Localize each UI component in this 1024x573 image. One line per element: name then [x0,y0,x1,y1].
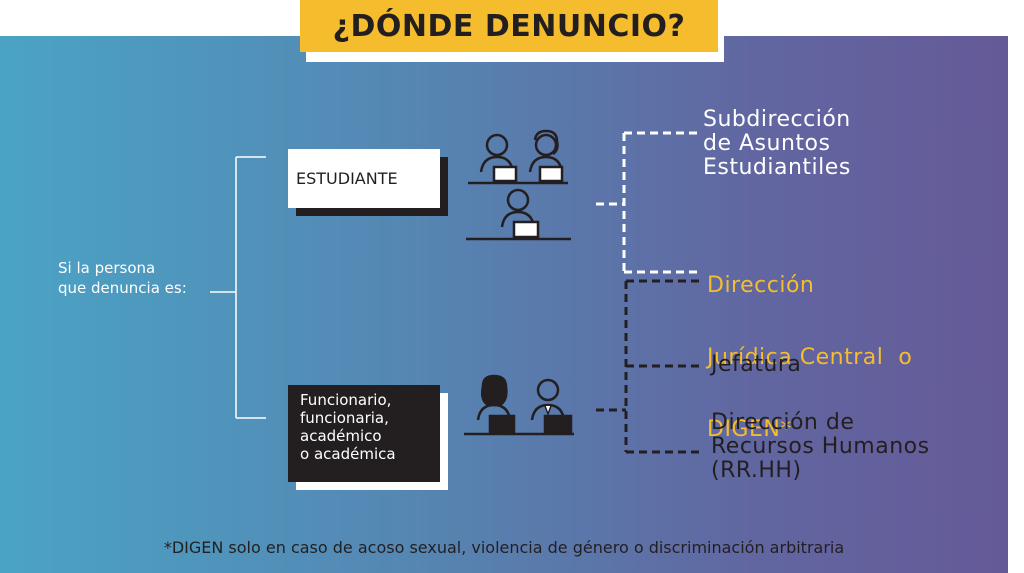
intro-text: Si la persona que denuncia es: [58,258,187,298]
staff-box: Funcionario, funcionaria, académico o ac… [288,385,440,482]
student-box: ESTUDIANTE [288,149,440,208]
subdireccion-line-3: Estudiantiles [703,155,851,180]
subdireccion-line-1: Subdirección [703,107,851,132]
digen-line-1: Dirección [707,273,815,298]
page-title: ¿DÓNDE DENUNCIO? [300,0,718,52]
background-panel [0,36,1008,573]
digen-line-3: DIGEN* [707,417,792,442]
rrhh-line-3: (RR.HH) [711,458,802,483]
staff-label-line-3: académico [300,427,382,445]
student-route [596,131,700,274]
staff-man-icon [522,378,574,436]
staff-label-line-4: o académica [300,445,396,463]
intro-line-1: Si la persona [58,259,156,277]
staff-route [596,279,700,454]
destination-rrhh: Dirección de Recursos Humanos (RR.HH) [711,411,930,483]
student-person-icon [468,133,520,185]
staff-woman-icon [464,374,522,436]
staff-label-line-1: Funcionario, [300,391,392,409]
intro-line-2: que denuncia es: [58,279,187,297]
intro-bracket [210,156,266,419]
right-margin [1008,0,1024,573]
destination-subdireccion: Subdirección de Asuntos Estudiantiles [703,108,851,180]
student-person-laptop-icon [466,188,571,241]
rrhh-line-2: Recursos Humanos [711,434,930,459]
footnote: *DIGEN solo en caso de acoso sexual, vio… [163,538,845,557]
rrhh-line-1: Dirección de [711,410,855,435]
student-person-female-icon [520,129,568,185]
digen-line-2: Jurídica Central o [707,345,913,370]
destination-digen: Dirección Jurídica Central o DIGEN* [707,226,912,466]
staff-label-line-2: funcionaria, [300,409,389,427]
subdireccion-line-2: de Asuntos [703,131,831,156]
destination-jefatura: Jefatura [711,352,802,377]
